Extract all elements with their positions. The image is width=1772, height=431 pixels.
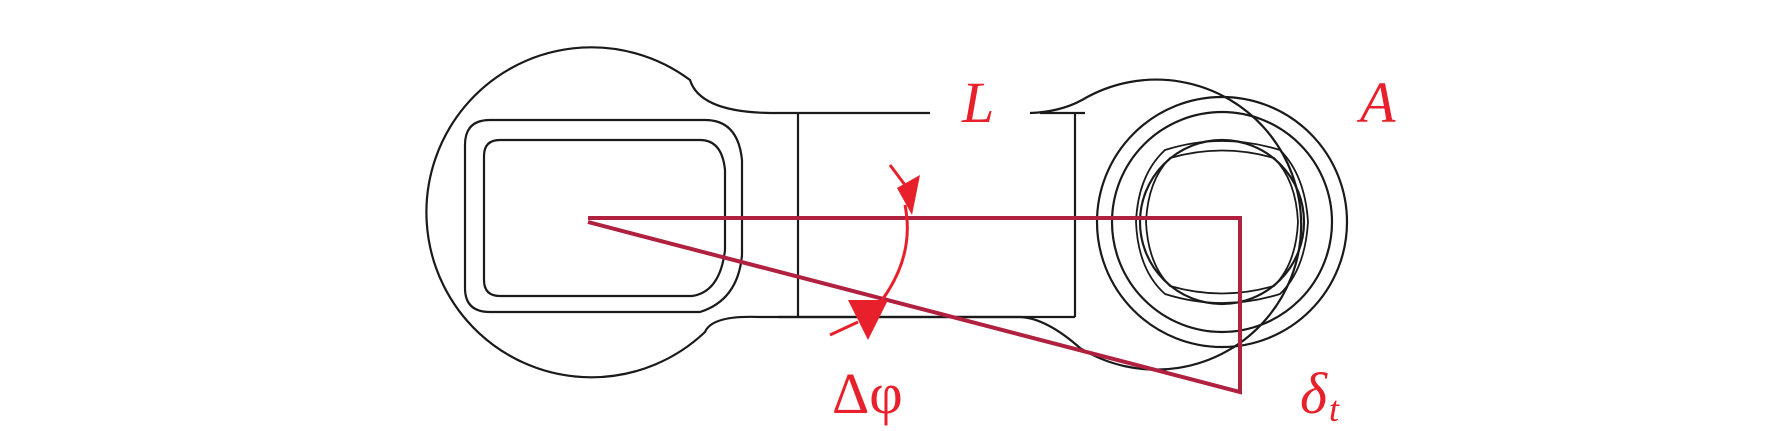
- bearing-insert-inner: [1145, 149, 1299, 295]
- bearing-insert: [1135, 140, 1309, 304]
- angle-arrowhead-top: [897, 175, 920, 215]
- angle-tick-top: [888, 164, 907, 186]
- link-outline: [425, 46, 1303, 379]
- deflection-symbol: δ: [1300, 361, 1328, 426]
- angle-arc: [880, 204, 909, 301]
- point-a-label: A: [1356, 70, 1396, 135]
- angle-delta-phi-label: Δφ: [832, 361, 903, 426]
- reference-ray-line: [587, 216, 1242, 395]
- big-end-slot: [463, 118, 744, 314]
- length-label: L: [961, 70, 994, 135]
- link-body-outline: [425, 46, 1303, 379]
- bearing-ring-outer: [1095, 95, 1349, 349]
- slot-inner: [482, 138, 727, 298]
- angle-arrowhead-bottom: [848, 300, 888, 340]
- bearing-ring-middle: [1110, 110, 1334, 334]
- slot-outer: [463, 118, 744, 314]
- deflection-subscript: t: [1329, 389, 1340, 429]
- deflection-label: δt: [1300, 361, 1340, 429]
- bearing-bore: [1138, 138, 1306, 306]
- angle-tick-bottom: [829, 320, 859, 337]
- small-end-bearing: [1095, 95, 1349, 349]
- deflection-rays: [587, 216, 1242, 395]
- angle-annotation: [829, 164, 920, 340]
